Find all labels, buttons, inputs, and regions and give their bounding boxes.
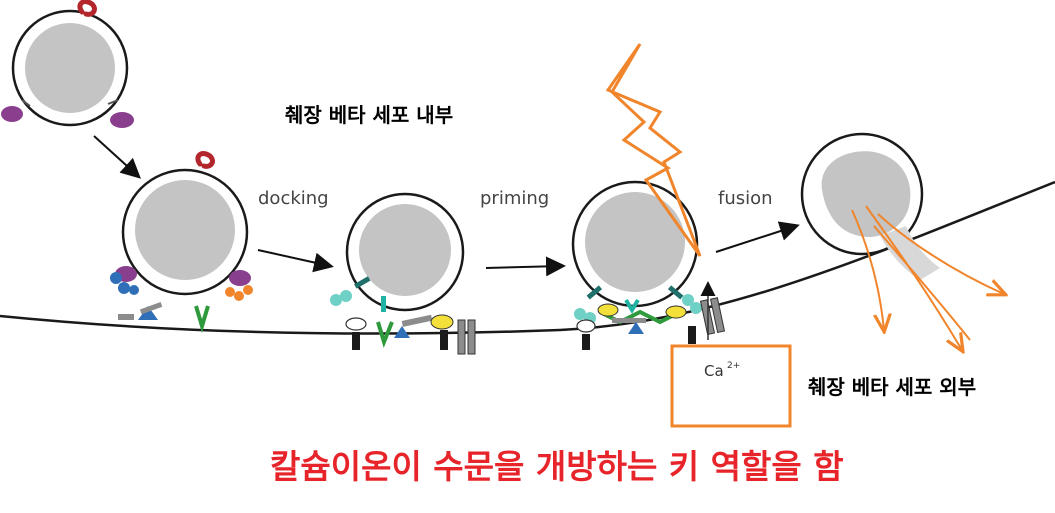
label-outside-cell: 췌장 베타 세포 외부 (808, 375, 976, 399)
label-priming: priming (480, 188, 549, 209)
vesicle-primed (571, 180, 726, 350)
label-fusion: fusion (718, 188, 773, 209)
label-inside-cell: 췌장 베타 세포 내부 (285, 103, 453, 127)
arrow-fusion (715, 221, 800, 253)
vesicle-approaching (110, 151, 253, 333)
calcium-label: Ca (704, 362, 724, 380)
label-docking: docking (258, 188, 329, 209)
caption: 칼슘이온이 수문을 개방하는 키 역할을 함 (270, 447, 844, 486)
vesicle-free (1, 0, 134, 128)
arrow-docking (257, 249, 334, 273)
vesicle-fused (800, 132, 940, 280)
calcium-highlight-box (670, 344, 792, 428)
arrow-to-docked (93, 135, 141, 179)
release-arrows (851, 205, 1004, 350)
lightning-bolt-icon (605, 43, 702, 257)
arrow-priming (485, 256, 566, 277)
calcium-charge-label: 2+ (727, 361, 740, 371)
vesicle-docked (330, 192, 476, 355)
